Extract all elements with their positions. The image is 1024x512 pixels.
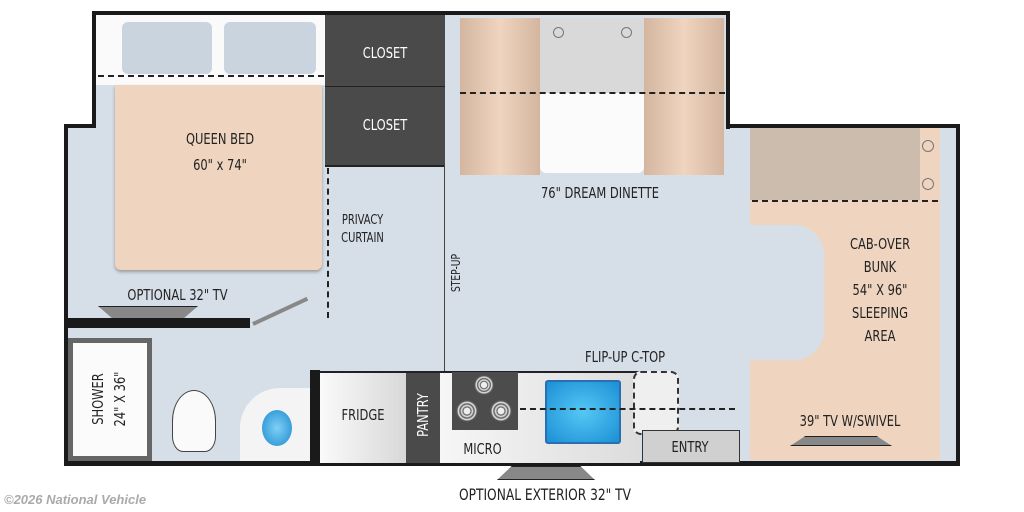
wall-right-upper <box>726 11 730 129</box>
burner-icon <box>474 375 494 395</box>
queen-bed-size: 60" x 74" <box>193 156 247 174</box>
pillow <box>224 22 316 74</box>
closet-label: CLOSET <box>362 116 408 134</box>
outlet-icon <box>553 27 564 38</box>
cab-over-size: 54" X 96" <box>852 281 908 299</box>
bath-wall <box>64 318 250 328</box>
tv-swivel-icon <box>790 436 892 446</box>
queen-bed-label: QUEEN BED <box>185 130 255 148</box>
wall-top <box>92 11 730 15</box>
cab-over-label: AREA <box>864 327 896 345</box>
bed-fold-line <box>98 75 324 77</box>
step-up-label: STEP-UP <box>449 253 463 293</box>
optional-tv-label: OPTIONAL 32" TV <box>127 286 228 304</box>
wall-bottom <box>64 461 960 466</box>
closet-lower[interactable] <box>325 87 445 167</box>
pantry[interactable] <box>406 371 440 463</box>
exterior-tv-label: OPTIONAL EXTERIOR 32" TV <box>458 485 632 504</box>
flip-up-label: FLIP-UP C-TOP <box>584 348 666 366</box>
exterior-tv-icon <box>497 466 595 480</box>
entry-step[interactable] <box>642 430 740 463</box>
cab-over-cutout <box>744 225 824 360</box>
queen-bed[interactable] <box>115 85 322 270</box>
privacy-curtain[interactable] <box>327 168 329 318</box>
wall-cab-top <box>726 124 960 128</box>
privacy-curtain-label: CURTAIN <box>341 231 384 246</box>
dinette-bench-left[interactable] <box>460 18 540 175</box>
step-up-line <box>444 165 445 372</box>
cab-over-label: SLEEPING <box>852 304 908 322</box>
bath-sink[interactable] <box>262 410 292 446</box>
dinette-table[interactable] <box>540 93 644 173</box>
wall-left-step <box>64 124 96 128</box>
flip-up-countertop[interactable] <box>633 371 679 435</box>
wall-right <box>956 124 960 466</box>
burner-icon <box>490 400 512 422</box>
fridge-label: FRIDGE <box>341 406 385 424</box>
pantry-label: PANTRY <box>414 393 432 437</box>
outlet-icon <box>621 27 632 38</box>
burner-icon <box>456 400 478 422</box>
wall-left-upper <box>92 11 96 127</box>
cab-over-label: BUNK <box>863 258 897 276</box>
micro-label: MICRO <box>463 440 502 458</box>
dinette-fold-line <box>460 92 725 94</box>
pillow <box>122 22 212 74</box>
dinette-bench-right[interactable] <box>644 18 724 175</box>
closet-label: CLOSET <box>362 44 408 62</box>
toilet[interactable] <box>172 390 216 452</box>
kitchen-sink[interactable] <box>545 380 621 444</box>
wall-left <box>64 124 68 466</box>
entry-door-line <box>520 408 735 410</box>
kitchen-wall <box>310 370 320 462</box>
entry-label: ENTRY <box>671 438 709 456</box>
shower-label: SHOWER <box>89 373 107 425</box>
fridge[interactable] <box>320 371 406 463</box>
cab-over-label: CAB-OVER <box>849 235 911 253</box>
copyright-watermark: ©2026 National Vehicle <box>4 492 147 507</box>
shower-size: 24" X 36" <box>111 371 129 427</box>
cab-fold-line <box>752 200 938 202</box>
cab-over-headboard <box>750 128 920 200</box>
outlet-icon <box>922 140 934 152</box>
shower-pan <box>73 343 147 456</box>
privacy-curtain-label: PRIVACY <box>341 213 384 228</box>
outlet-icon <box>922 178 934 190</box>
tv-swivel-label: 39" TV W/SWIVEL <box>799 412 901 430</box>
dinette-label: 76" DREAM DINETTE <box>540 184 660 202</box>
